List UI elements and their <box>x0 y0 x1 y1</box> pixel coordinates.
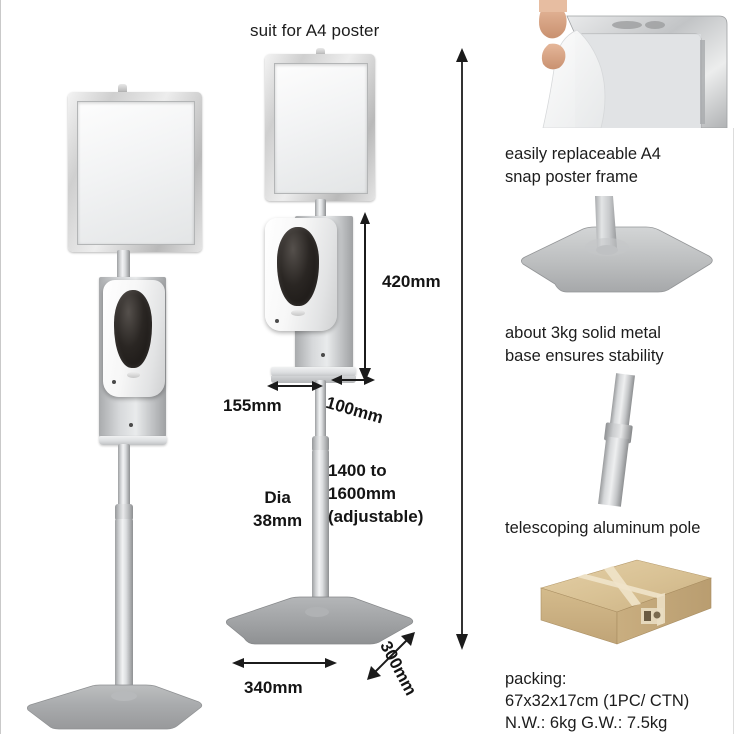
lower-pole-lower-segment <box>115 519 133 709</box>
upper-pole-segment-middle <box>315 199 326 221</box>
metal-base-plate <box>26 684 203 730</box>
backplate-screw-icon <box>129 423 133 427</box>
lower-pole-upper-segment <box>118 444 130 506</box>
dispenser-indicator-led <box>112 380 116 384</box>
backplate-screw-icon-middle <box>321 353 325 357</box>
photo-telescoping-pole <box>559 372 679 508</box>
feature-text-telescoping-pole: telescoping aluminum pole <box>505 519 701 537</box>
label-pole-diameter: Dia 38mm <box>253 488 303 530</box>
photo-snap-frame-replacement <box>505 0 734 128</box>
middle-pole-upper-segment <box>315 380 326 440</box>
arrow-155mm <box>267 381 323 391</box>
arrow-300mm <box>367 632 415 680</box>
feature-text-metal-base: about 3kg solid metal base ensures stabi… <box>505 324 664 366</box>
a4-poster-sheet-middle <box>274 63 368 194</box>
arrow-420mm <box>359 212 371 382</box>
label-155mm: 155mm <box>223 396 282 415</box>
arrow-100mm <box>331 375 375 385</box>
photo-metal-base <box>513 196 728 308</box>
frame-top-knob-icon-middle <box>316 48 325 57</box>
dispenser-sensor-window <box>114 290 152 368</box>
pole-telescoping-collar <box>115 504 133 521</box>
dispenser-sensor-window-middle <box>277 227 319 306</box>
pole-telescoping-collar-middle <box>312 436 329 452</box>
feature-text-snap-frame: easily replaceable A4 snap poster frame <box>505 145 661 187</box>
drip-tray-shelf-middle <box>271 367 356 377</box>
upper-pole-segment <box>117 250 130 282</box>
label-420mm: 420mm <box>382 272 441 291</box>
dispenser-nozzle-icon-middle <box>291 310 305 316</box>
packing-title: packing: <box>505 670 567 688</box>
middle-pole-lower-segment <box>312 450 329 618</box>
a4-poster-sheet <box>77 101 195 245</box>
metal-base-plate-middle <box>225 596 414 645</box>
packing-weights: N.W.: 6kg G.W.: 7.5kg <box>505 714 668 732</box>
dispenser-nozzle-icon <box>127 372 140 378</box>
frame-top-knob-icon <box>118 84 127 94</box>
drip-tray-shelf <box>99 436 167 445</box>
product-middle-stand <box>223 48 433 688</box>
photo-packing-carton <box>505 552 731 656</box>
arrow-340mm <box>232 658 337 668</box>
product-left-stand <box>15 84 215 730</box>
drip-tray-lip <box>271 376 356 383</box>
dispenser-indicator-led-middle <box>275 319 279 323</box>
arrow-overall-height <box>456 48 468 650</box>
label-pole-height: 1400 to 1600mm (adjustable) <box>328 461 424 526</box>
packing-carton-size: 67x32x17cm (1PC/ CTN) <box>505 692 690 710</box>
heading-suit-for-a4-poster: suit for A4 poster <box>250 21 380 40</box>
label-340mm: 340mm <box>244 678 303 697</box>
